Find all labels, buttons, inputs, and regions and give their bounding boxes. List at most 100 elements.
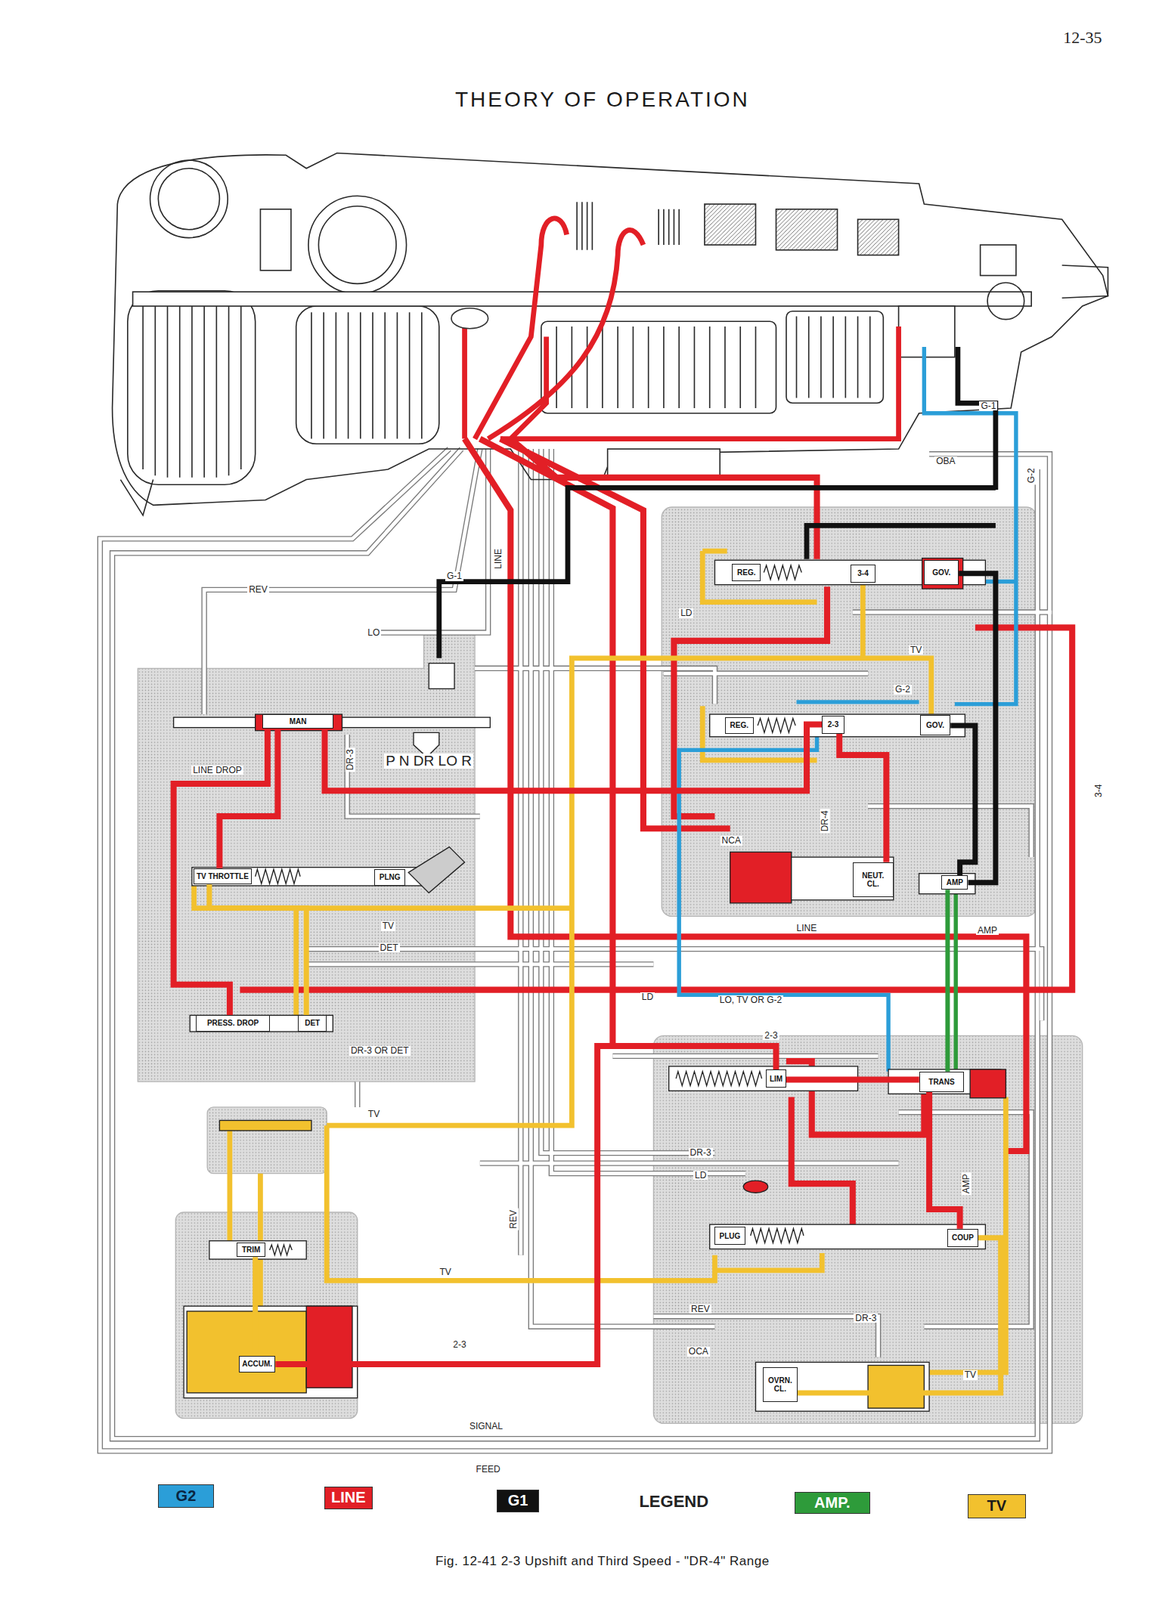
spring xyxy=(269,1245,293,1256)
valve-name: COUP xyxy=(951,1233,974,1243)
output-flange xyxy=(1062,265,1109,298)
valve-name: GOV. xyxy=(932,568,951,577)
torus-vanes xyxy=(142,300,242,478)
valve-name: REG. xyxy=(730,721,749,730)
passage-label: LEGEND xyxy=(637,1493,710,1511)
valve-label: PRESS. DROP xyxy=(195,1015,270,1032)
passage-label: OBA xyxy=(934,456,957,467)
valve-label: OVRN. CL. xyxy=(762,1367,798,1403)
valve-label: TRANS xyxy=(919,1072,964,1093)
passage-label: LO, TV OR G-2 xyxy=(718,995,784,1006)
valve-spool xyxy=(709,1224,986,1249)
page-title: THEORY OF OPERATION xyxy=(455,87,750,112)
converter-cover xyxy=(158,168,220,230)
passage-label: DR-3 xyxy=(688,1148,713,1159)
legend-text: LINE xyxy=(331,1489,366,1507)
valve-spool xyxy=(192,867,428,887)
valve-label: MAN xyxy=(262,714,335,729)
valve-body-panel xyxy=(653,1035,1082,1424)
passage-label: TV xyxy=(366,1109,382,1120)
transmission-cutaway xyxy=(112,153,1109,516)
passage-label: AMP xyxy=(976,926,999,936)
valve-name: MAN xyxy=(289,717,307,726)
passage-label: G-1 xyxy=(445,571,464,582)
g1-passage xyxy=(439,347,996,659)
tv-passage xyxy=(194,551,1007,1373)
converter-cover xyxy=(150,160,229,239)
passage-label: LINE xyxy=(795,923,819,934)
gear xyxy=(776,209,838,251)
legend-swatch: LINE xyxy=(324,1487,372,1510)
valve-name: 3-4 xyxy=(857,569,868,578)
valves xyxy=(173,558,1007,1413)
valve-name: TV THROTTLE xyxy=(196,872,249,881)
torus-vanes xyxy=(311,312,422,439)
valve-name: PRESS. DROP xyxy=(207,1019,259,1028)
valve-name: PLNG xyxy=(379,873,401,882)
valve-spool xyxy=(209,1241,307,1260)
legend-swatch: AMP. xyxy=(794,1492,871,1516)
torus xyxy=(296,306,440,444)
valve-spool xyxy=(714,560,986,585)
passage-label: REV xyxy=(247,585,270,595)
valve-label: ACCUM. xyxy=(238,1356,276,1373)
valve-body-panel xyxy=(207,1107,327,1175)
valve-name: TRANS xyxy=(928,1078,955,1087)
line-passage xyxy=(239,439,1073,1226)
legend-text: G1 xyxy=(508,1492,529,1510)
fluid-line xyxy=(786,1076,920,1083)
passage-label: NCA xyxy=(720,836,743,847)
spring xyxy=(675,1072,762,1087)
legend-swatch: TV xyxy=(967,1494,1026,1519)
passage-label: G-2 xyxy=(1026,466,1037,485)
passage-label: FEED xyxy=(474,1465,503,1476)
accumulator-bore xyxy=(183,1306,358,1399)
passage-label: TV xyxy=(381,921,396,932)
legend-text: AMP. xyxy=(814,1494,850,1513)
valve-label: TV THROTTLE xyxy=(193,868,252,886)
clutch-piston xyxy=(791,857,894,901)
legend-text: TV xyxy=(986,1497,1007,1516)
clutch-piston xyxy=(730,852,792,904)
drain-plug xyxy=(120,480,153,516)
passage-label: LINE xyxy=(493,547,504,571)
passage-label: LINE DROP xyxy=(191,765,244,776)
spring xyxy=(750,1229,804,1244)
valve-name: DET xyxy=(304,1019,320,1028)
speedo-gear xyxy=(980,244,1017,276)
clutch-piston xyxy=(755,1362,930,1412)
passage-label: TV xyxy=(908,645,924,656)
seal-ring xyxy=(451,308,489,329)
transmission-housing xyxy=(112,153,1109,506)
valve-spool xyxy=(189,1015,333,1032)
passage-label: LO xyxy=(365,628,382,639)
legend-swatch: G1 xyxy=(496,1490,539,1513)
passage-label: AMP xyxy=(960,1172,971,1196)
spring xyxy=(763,565,802,580)
coupling xyxy=(318,206,397,285)
detent xyxy=(428,663,455,690)
valve-name: AMP xyxy=(946,878,964,887)
valve-name: GOV. xyxy=(926,721,945,730)
coupling xyxy=(308,195,407,295)
valve-label: REG. xyxy=(731,564,761,582)
passage-label: SIGNAL xyxy=(467,1422,505,1432)
passage-label: G-1 xyxy=(979,401,998,412)
hub xyxy=(260,209,292,271)
manual-valve xyxy=(255,714,343,732)
empty-passage xyxy=(99,449,1052,1452)
legend-swatch: G2 xyxy=(158,1484,214,1509)
fluid-line xyxy=(325,725,823,792)
passage-label: LD xyxy=(693,1171,708,1181)
fluid-line xyxy=(950,725,976,876)
valve-label: AMP xyxy=(941,875,968,890)
valve-name: OVRN. CL. xyxy=(765,1376,795,1394)
accumulator-chamber xyxy=(186,1311,307,1394)
valve-label: 2-3 xyxy=(821,715,845,735)
passage-label: G-2 xyxy=(893,684,912,695)
valve-body-panel xyxy=(661,507,1037,917)
spring xyxy=(255,869,301,884)
